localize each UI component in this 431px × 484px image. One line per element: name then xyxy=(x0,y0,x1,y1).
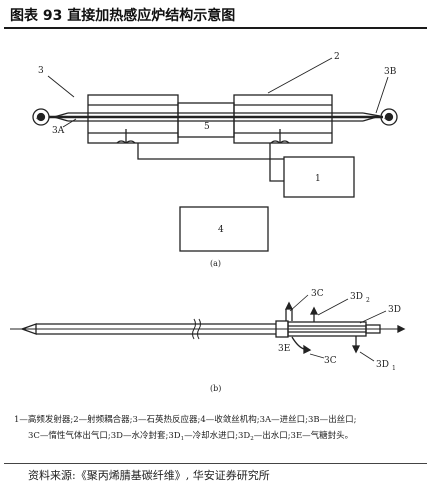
label-4: 4 xyxy=(218,225,224,235)
label-3d: 3D xyxy=(388,305,401,315)
label-3d2: 3D xyxy=(350,292,363,302)
transmitter-box-1 xyxy=(283,156,355,198)
legend-line-2-part-3: —出水口;3E—气糖封头。 xyxy=(254,430,353,441)
label-4b: 4B xyxy=(384,116,392,122)
label-2: 2 xyxy=(334,52,340,62)
spool-4b-inner xyxy=(384,112,394,122)
collector-box-4 xyxy=(179,206,269,252)
diagram-a xyxy=(32,57,398,252)
figure-title-bar: 图表 93 直接加热感应炉结构示意图 xyxy=(0,0,431,28)
source-divider xyxy=(4,463,427,464)
legend: 1—高频发射器;2—射频耦合器;3—石英热反应器;4—收敛丝机构;3A—进丝口;… xyxy=(14,414,357,442)
label-3e: 3E xyxy=(278,344,290,354)
figure-panel: 3 2 3B 3A 4A 4B 5 1 4 (a) xyxy=(8,33,425,460)
diagram-a-labels: 3 2 3B 3A 4A 4B 5 1 4 (a) xyxy=(36,52,397,268)
diagram-b xyxy=(10,294,406,362)
label-1: 1 xyxy=(315,174,321,184)
label-3a: 3A xyxy=(52,126,65,136)
legend-line-2-sub-1: 1 xyxy=(181,436,185,442)
label-3d1-sub: 1 xyxy=(392,365,396,372)
diagram-b-labels: 3C 3D 2 3D 3E 3C 3D 1 (b) xyxy=(210,289,401,393)
label-3c-bottom: 3C xyxy=(324,356,337,366)
label-3c-top: 3C xyxy=(311,289,324,299)
label-3: 3 xyxy=(38,66,44,76)
legend-line-2-part-2: —冷却水进口;3D xyxy=(184,430,250,441)
right-electrode-block xyxy=(233,94,333,144)
legend-line-2: 3C—惰性气体出气口;3D—水冷封套;3D1—冷却水进口;3D2—出水口;3E—… xyxy=(28,430,353,442)
label-3b: 3B xyxy=(384,67,397,77)
label-3d2-sub: 2 xyxy=(366,297,370,304)
furnace-diagram: 3 2 3B 3A 4A 4B 5 1 4 (a) xyxy=(10,52,406,442)
left-electrode-block xyxy=(87,94,179,144)
reactor-box-5 xyxy=(177,102,235,138)
legend-line-2-part-1: 3C—惰性气体出气口;3D—水冷封套;3D xyxy=(28,430,181,441)
label-5: 5 xyxy=(204,122,210,132)
caption-a: (a) xyxy=(210,259,221,268)
caption-b: (b) xyxy=(210,384,221,393)
label-3d1: 3D xyxy=(376,360,389,370)
legend-line-2-sub-2: 2 xyxy=(250,436,254,442)
spool-4a-inner xyxy=(36,112,46,122)
wire-to-transmitter xyxy=(137,143,298,160)
legend-line-1: 1—高频发射器;2—射频耦合器;3—石英热反应器;4—收敛丝机构;3A—进丝口;… xyxy=(14,414,357,425)
title-underline xyxy=(4,27,427,29)
figure-title: 图表 93 直接加热感应炉结构示意图 xyxy=(10,8,236,24)
source-note: 资料来源:《聚丙烯腈基碳纤维》, 华安证券研究所 xyxy=(28,469,270,482)
label-4a: 4A xyxy=(36,116,44,122)
